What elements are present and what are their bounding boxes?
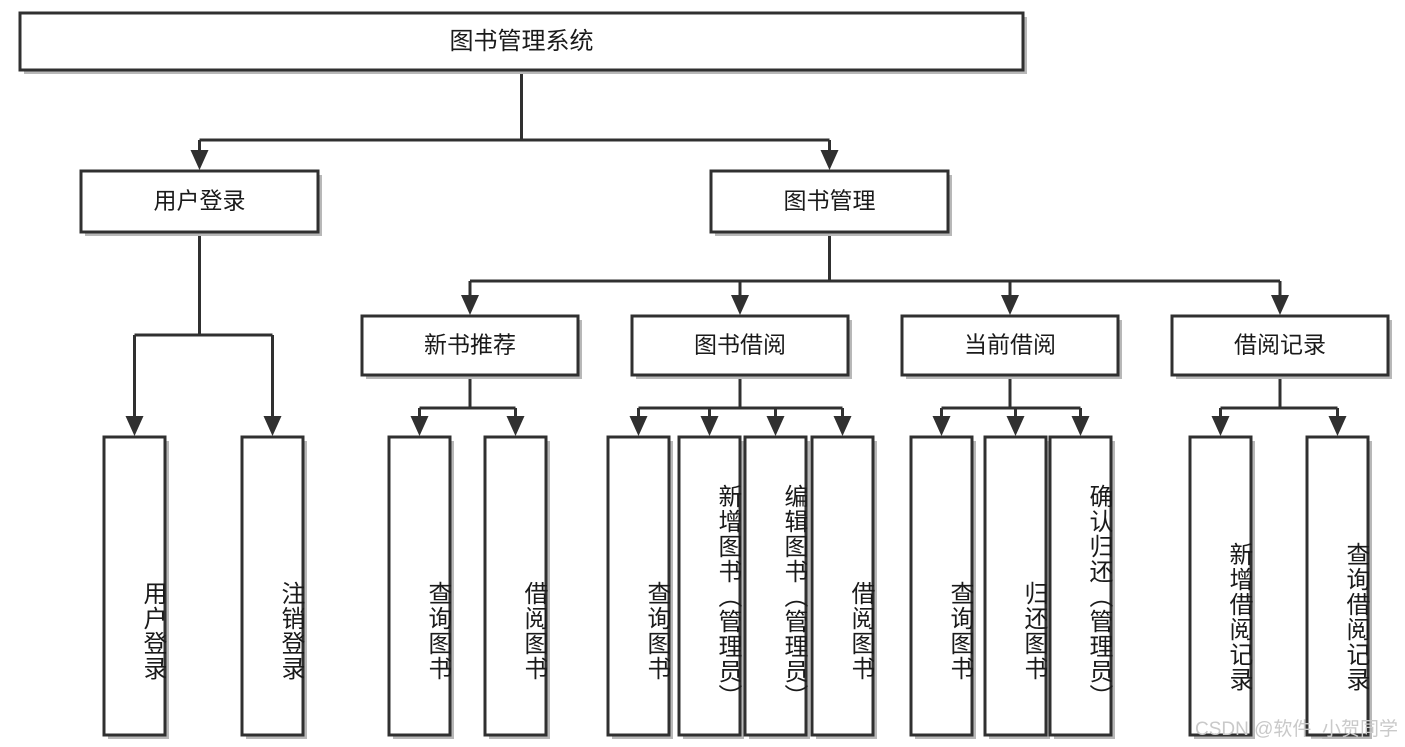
arrow-head-icon xyxy=(1211,416,1230,436)
arrow-head-icon xyxy=(1006,416,1025,436)
arrow-head-icon xyxy=(1071,416,1090,436)
node-book-borrow[interactable] xyxy=(630,314,850,377)
arrow-head-icon xyxy=(833,416,852,436)
node-leaf-query-book-2[interactable] xyxy=(606,435,671,737)
node-leaf-add-record[interactable] xyxy=(1188,435,1253,737)
node-leaf-user-login[interactable] xyxy=(102,435,167,737)
arrow-head-icon xyxy=(410,416,429,436)
arrow-head-icon xyxy=(932,416,951,436)
arrow-head-icon xyxy=(1271,295,1289,315)
node-label-book-manage: 图书管理 xyxy=(784,188,876,214)
node-book-manage[interactable] xyxy=(709,169,950,234)
node-label-book-borrow: 图书借阅 xyxy=(694,332,786,358)
arrow-head-icon xyxy=(461,295,479,315)
node-leaf-borrow-book-2[interactable] xyxy=(810,435,875,737)
arrow-head-icon xyxy=(506,416,525,436)
node-leaf-query-book-3[interactable] xyxy=(909,435,974,737)
node-leaf-confirm-return[interactable] xyxy=(1048,435,1113,737)
arrow-head-icon xyxy=(629,416,648,436)
boxes-layer xyxy=(18,11,1392,739)
node-current-borrow[interactable] xyxy=(900,314,1120,377)
arrow-head-icon xyxy=(820,150,839,170)
node-label-borrow-record: 借阅记录 xyxy=(1234,332,1326,358)
node-label-current-borrow: 当前借阅 xyxy=(964,332,1056,358)
node-leaf-query-record[interactable] xyxy=(1305,435,1370,737)
node-leaf-return-book[interactable] xyxy=(983,435,1048,737)
arrow-head-icon xyxy=(263,416,282,436)
edges-layer xyxy=(125,70,1347,436)
node-borrow-record[interactable] xyxy=(1170,314,1390,377)
node-label-root-title: 图书管理系统 xyxy=(450,28,594,55)
node-user-login[interactable] xyxy=(79,169,320,234)
arrow-head-icon xyxy=(190,150,209,170)
node-label-user-login: 用户登录 xyxy=(154,188,246,214)
node-leaf-edit-book[interactable] xyxy=(743,435,808,737)
node-leaf-borrow-book-1[interactable] xyxy=(483,435,548,737)
node-leaf-add-book[interactable] xyxy=(677,435,742,737)
node-label-new-book-rec: 新书推荐 xyxy=(424,332,516,358)
arrow-head-icon xyxy=(700,416,719,436)
arrow-head-icon xyxy=(731,295,749,315)
node-leaf-query-book-1[interactable] xyxy=(387,435,452,737)
watermark-csdn: CSDN @软件_小贺同学 xyxy=(1195,719,1398,740)
node-leaf-logout[interactable] xyxy=(240,435,305,737)
node-new-book-rec[interactable] xyxy=(360,314,580,377)
arrow-head-icon xyxy=(1001,295,1019,315)
arrow-head-icon xyxy=(1328,416,1347,436)
node-root-root[interactable] xyxy=(18,11,1025,72)
arrow-head-icon xyxy=(766,416,785,436)
arrow-head-icon xyxy=(125,416,144,436)
